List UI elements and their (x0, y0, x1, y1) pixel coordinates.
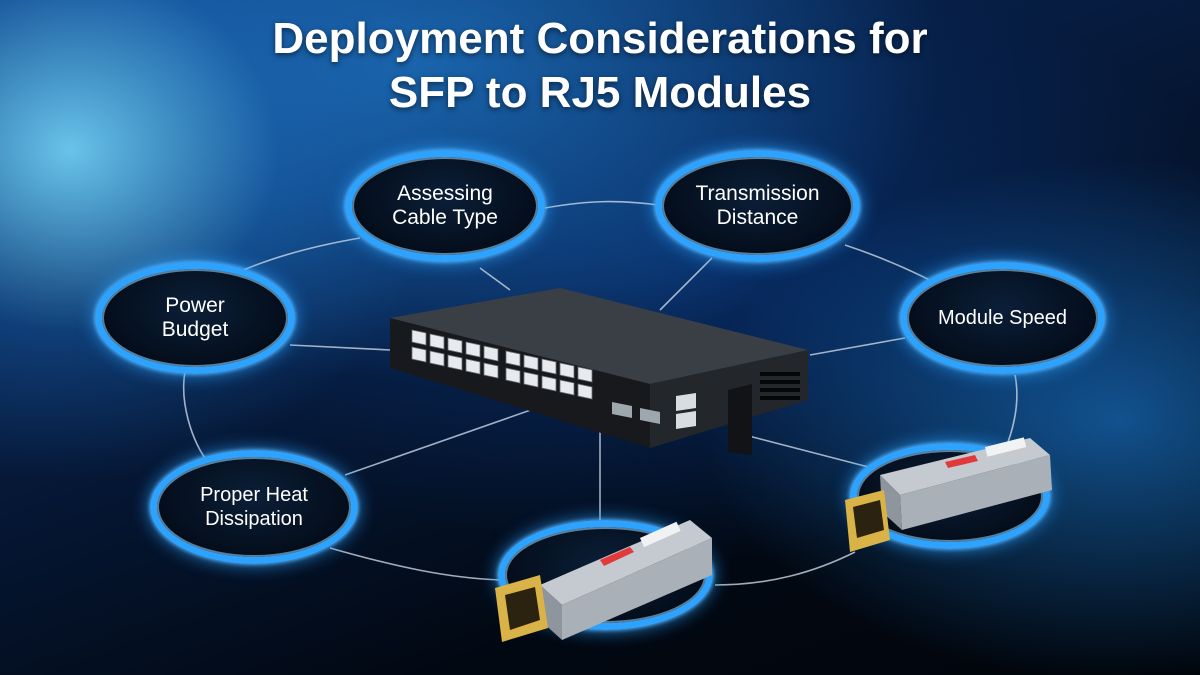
spoke-heat (344, 404, 546, 476)
node-power-budget: Power Budget (95, 262, 295, 374)
module-right-rj45-port (853, 500, 884, 538)
module-bottom-sticker (640, 521, 681, 548)
switch-top-surface (390, 288, 808, 384)
title-line-1: Deployment Considerations for (272, 14, 928, 63)
title-line-2: SFP to RJ5 Modules (388, 68, 812, 117)
switch-port-row-bottom (411, 346, 593, 400)
switch-port-row-top (411, 329, 593, 383)
node-label-heat: Proper Heat Dissipation (200, 484, 308, 530)
module-right-body (880, 438, 1050, 495)
node-label-power: Power Budget (161, 294, 229, 341)
module-bottom-body-side (540, 585, 562, 640)
switch-rack-ear (728, 384, 752, 455)
module-right-sticker (984, 437, 1027, 457)
module-right-label (945, 455, 978, 468)
ring-arc-bottom-right (714, 551, 856, 586)
node-transmission-distance: Transmission Distance (655, 150, 860, 262)
module-bottom-label (600, 547, 634, 566)
node-module-speed: Module Speed (900, 262, 1105, 374)
module-right-body-side (880, 475, 902, 530)
module-right-body-front (900, 455, 1052, 530)
node-proper-heat-dissipation: Proper Heat Dissipation (150, 450, 358, 564)
spoke-cable (479, 267, 511, 291)
node-assessing-cable-type: Assessing Cable Type (345, 150, 545, 262)
switch-console-ports (612, 393, 696, 429)
module-bottom-rj45-port (505, 587, 540, 630)
node-label-cable: Assessing Cable Type (392, 182, 498, 229)
spoke-speed (809, 337, 906, 356)
page-title: Deployment Considerations for SFP to RJ5… (0, 12, 1200, 120)
node-label-speed: Module Speed (938, 307, 1067, 329)
spoke-distance (659, 257, 713, 311)
ring-arc-bottom-left (329, 547, 501, 581)
ring-arc-top (544, 200, 659, 209)
node-label-distance: Transmission Distance (695, 182, 820, 229)
module-bottom-body (540, 520, 712, 605)
switch-vents (760, 372, 800, 400)
module-bottom-body-front (562, 538, 712, 640)
spoke-module-right (744, 434, 881, 471)
spoke-power (289, 344, 391, 351)
